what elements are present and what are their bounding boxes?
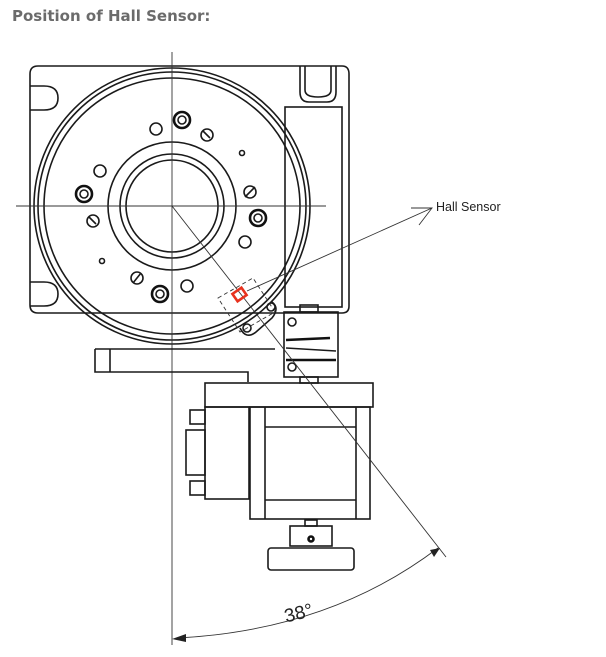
- hall-sensor-label: Hall Sensor: [436, 200, 501, 214]
- motor-knob: [267, 519, 355, 571]
- hall-sensor-marker: [230, 285, 249, 304]
- sensor-bracket: [217, 277, 277, 336]
- coupling: [283, 304, 339, 384]
- callout-leader: [246, 207, 433, 292]
- angle-label: 38°: [282, 600, 315, 627]
- housing-plate: [29, 65, 350, 314]
- page-heading: Position of Hall Sensor:: [12, 7, 211, 25]
- angle-dimension: [172, 547, 440, 642]
- mounting-holes: [74, 110, 268, 304]
- lower-bracket: [94, 348, 275, 382]
- sensor-angle-line: [171, 205, 447, 558]
- stepper-motor: [185, 382, 374, 520]
